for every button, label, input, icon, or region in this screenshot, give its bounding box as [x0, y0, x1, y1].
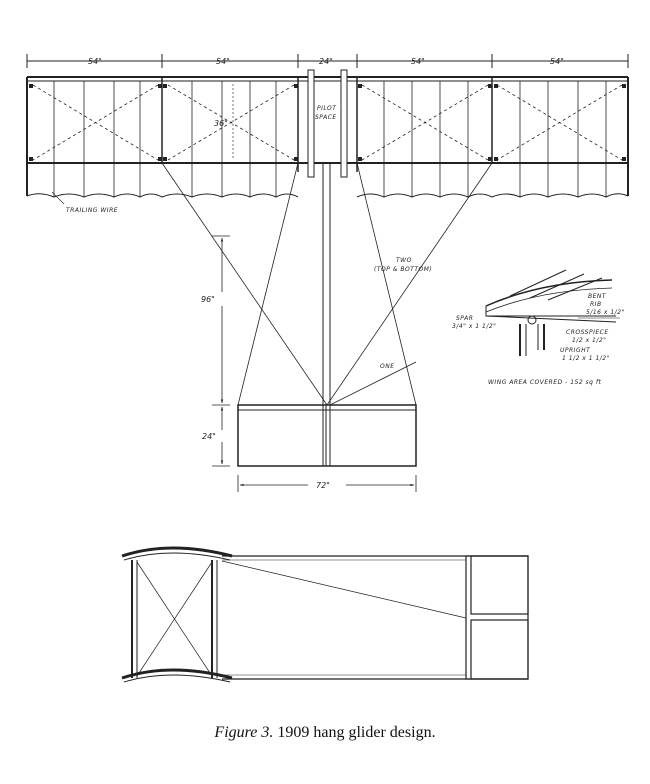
side-wire	[221, 560, 467, 619]
trailing-wire-leader	[51, 191, 65, 205]
dim-center-gap: 24"	[319, 57, 333, 66]
trailing-edge	[26, 193, 629, 198]
wing-ribs	[53, 81, 607, 197]
dim-wing-panel-1: 54"	[88, 57, 102, 66]
tail-boom-dimension	[212, 235, 230, 467]
span-dimension-line	[26, 54, 629, 68]
upright-label-2: 1 1/2 x 1 1/2"	[562, 355, 610, 362]
side-tail-frame	[465, 555, 529, 680]
spar-label-1: SPAR	[456, 315, 473, 322]
crosspiece-label-2: 1/2 x 1/2"	[572, 337, 606, 344]
dim-wing-panel-4: 54"	[550, 57, 564, 66]
bent-rib-label-3: 5/16 x 1/2"	[586, 309, 625, 316]
two-wires-label-2: (TOP & BOTTOM)	[374, 266, 432, 273]
bent-rib-label-1: BENT	[588, 293, 607, 300]
dim-tail-span: 72"	[316, 481, 330, 490]
tail-span-dimension	[237, 475, 417, 492]
dim-chord: 36"	[214, 119, 228, 128]
two-wires-label-1: TWO	[396, 257, 412, 264]
crosspiece-label-1: CROSSPIECE	[566, 329, 609, 336]
corner-fittings	[29, 84, 626, 161]
top-view	[26, 54, 629, 492]
upright-label-1: UPRIGHT	[560, 347, 591, 354]
dim-tail-boom: 96"	[201, 295, 215, 304]
trailing-wire-label: TRAILING WIRE	[66, 207, 118, 214]
figure-label: Figure 3.	[214, 724, 274, 741]
tail-surface	[237, 404, 417, 467]
wing-area-label: WING AREA COVERED - 152 sq ft	[488, 379, 602, 386]
tail-boom	[322, 163, 331, 466]
side-view	[121, 546, 529, 683]
figure-caption: Figure 3. 1909 hang glider design.	[0, 724, 650, 742]
dim-wing-panel-2: 54"	[216, 57, 230, 66]
dimension-labels: 54" 54" 24" 54" 54" 36" 96" 24" 72"	[88, 57, 564, 490]
dim-tail-chord: 24"	[202, 432, 216, 441]
figure-title: 1909 hang glider design.	[277, 724, 436, 741]
one-wire-label: ONE	[380, 363, 395, 370]
dim-wing-panel-3: 54"	[411, 57, 425, 66]
pilot-space-label-1: PILOT	[317, 105, 337, 112]
wing-section-detail	[485, 269, 620, 356]
pilot-space-label-2: SPACE	[315, 114, 337, 121]
bent-rib-label-2: RIB	[590, 301, 602, 308]
wing-outline	[26, 76, 629, 196]
tail-wires	[161, 162, 493, 406]
cross-bracing	[32, 84, 623, 161]
pilot-bars	[307, 69, 348, 178]
spar-label-2: 3/4" x 1 1/2"	[452, 323, 496, 330]
annotation-labels: PILOT SPACE TRAILING WIRE TWO (TOP & BOT…	[66, 105, 625, 386]
upper-wing-section	[121, 546, 233, 558]
glider-drawing: 54" 54" 24" 54" 54" 36" 96" 24" 72" PILO…	[26, 54, 629, 683]
